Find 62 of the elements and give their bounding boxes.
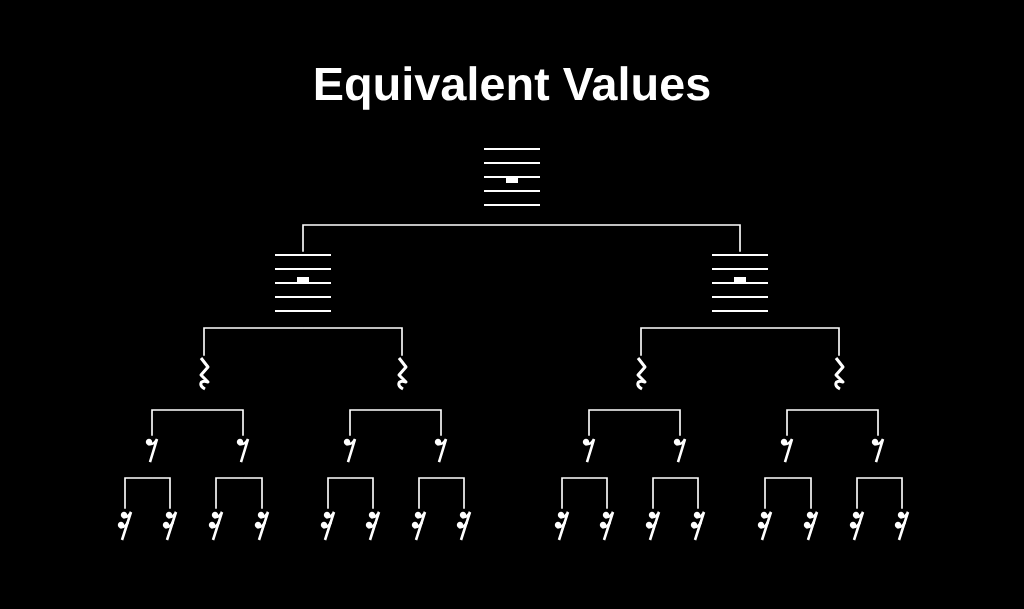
bracket-line xyxy=(640,327,741,357)
bracket-line xyxy=(151,409,205,437)
bracket-line xyxy=(302,224,513,253)
bracket-line xyxy=(151,477,171,510)
eighth-rest-symbol xyxy=(582,437,596,463)
bracket-line xyxy=(511,224,741,253)
eighth-rest-symbol xyxy=(434,437,448,463)
eighth-rest-symbol xyxy=(871,437,885,463)
bracket-line xyxy=(242,477,263,510)
sixteenth-rest-symbol xyxy=(411,510,427,541)
sixteenth-rest-symbol xyxy=(849,510,865,541)
bracket-line xyxy=(679,477,699,510)
bracket-line xyxy=(418,477,442,510)
bracket-line xyxy=(786,477,812,510)
half-rest-symbol xyxy=(711,254,769,312)
sixteenth-rest-symbol xyxy=(599,510,615,541)
bracket-line xyxy=(302,327,403,357)
quarter-rest-symbol xyxy=(397,357,408,391)
bracket-line xyxy=(739,327,840,357)
sixteenth-rest-symbol xyxy=(894,510,910,541)
whole-rest-symbol xyxy=(483,148,541,206)
quarter-rest-symbol xyxy=(834,357,845,391)
sixteenth-rest-symbol xyxy=(645,510,661,541)
bracket-line xyxy=(838,409,879,437)
sixteenth-rest-symbol xyxy=(320,510,336,541)
sixteenth-rest-symbol xyxy=(117,510,133,541)
sixteenth-rest-symbol xyxy=(365,510,381,541)
sixteenth-rest-symbol xyxy=(208,510,224,541)
bracket-line xyxy=(786,409,840,437)
bracket-line xyxy=(327,477,351,510)
bracket-line xyxy=(215,477,244,510)
title: Equivalent Values xyxy=(315,66,710,110)
bracket-line xyxy=(440,477,465,510)
quarter-rest-symbol xyxy=(199,357,210,391)
bracket-line xyxy=(401,409,442,437)
bracket-line xyxy=(349,409,403,437)
bracket-line xyxy=(640,409,681,437)
bracket-line xyxy=(349,477,374,510)
sixteenth-rest-symbol xyxy=(456,510,472,541)
bracket-line xyxy=(856,477,879,510)
quarter-rest-symbol xyxy=(636,357,647,391)
eighth-rest-symbol xyxy=(343,437,357,463)
bracket-line xyxy=(203,327,304,357)
sixteenth-rest-symbol xyxy=(803,510,819,541)
sixteenth-rest-symbol xyxy=(254,510,270,541)
bracket-line xyxy=(588,409,642,437)
eighth-rest-symbol xyxy=(236,437,250,463)
eighth-rest-symbol xyxy=(145,437,159,463)
half-rest-symbol xyxy=(274,254,332,312)
bracket-line xyxy=(652,477,681,510)
eighth-rest-symbol xyxy=(673,437,687,463)
sixteenth-rest-symbol xyxy=(690,510,706,541)
bracket-line xyxy=(877,477,903,510)
bracket-line xyxy=(124,477,153,510)
sixteenth-rest-symbol xyxy=(757,510,773,541)
bracket-line xyxy=(203,409,244,437)
sixteenth-rest-symbol xyxy=(554,510,570,541)
bracket-line xyxy=(561,477,590,510)
bracket-line xyxy=(588,477,608,510)
eighth-rest-symbol xyxy=(780,437,794,463)
bracket-line xyxy=(764,477,788,510)
sixteenth-rest-symbol xyxy=(162,510,178,541)
